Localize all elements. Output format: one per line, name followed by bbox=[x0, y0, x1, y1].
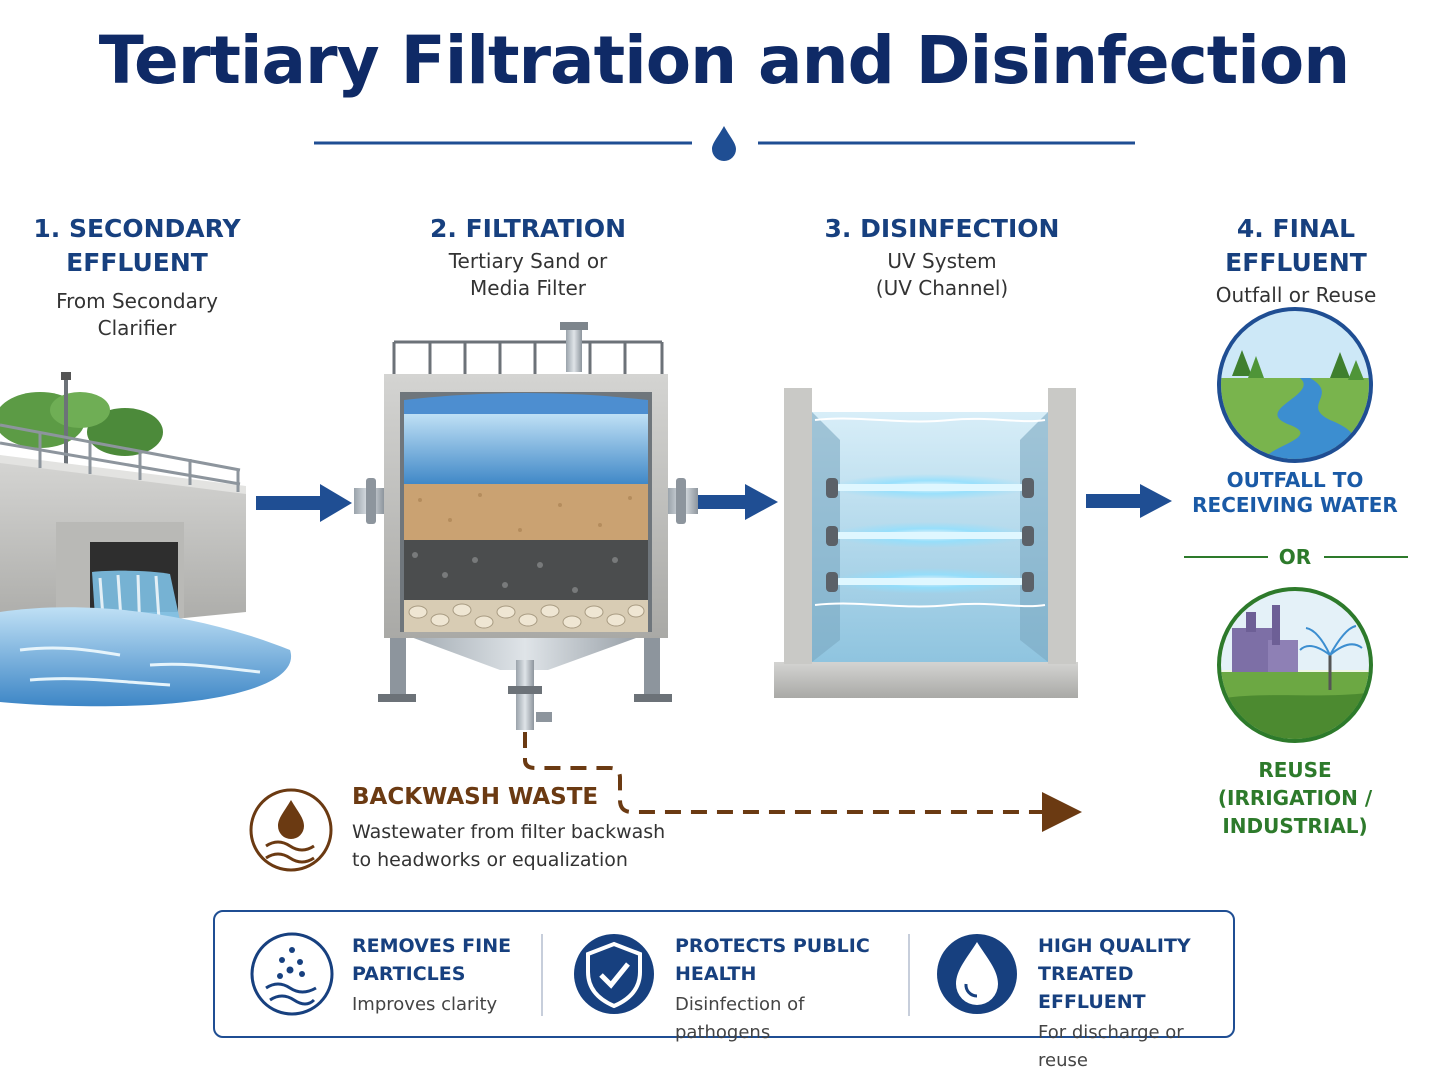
water-drop-icon bbox=[937, 934, 1017, 1014]
flow-arrow-3 bbox=[1086, 484, 1172, 518]
stage-disinfection: 3. DISINFECTION UV System (UV Channel) bbox=[802, 212, 1082, 302]
benefit-title: TREATED EFFLUENT bbox=[1038, 963, 1146, 1013]
reuse-label-line: REUSE bbox=[1258, 758, 1332, 782]
benefit-protects-public-health: PROTECTS PUBLIC HEALTH Disinfection of p… bbox=[675, 932, 901, 1047]
benefit-title: PROTECTS PUBLIC bbox=[675, 935, 870, 957]
stage-subtitle: (UV Channel) bbox=[875, 276, 1009, 300]
benefit-title: REMOVES FINE bbox=[352, 935, 512, 957]
benefit-subtitle: Disinfection of pathogens bbox=[675, 994, 805, 1043]
outfall-label: OUTFALL TO RECEIVING WATER bbox=[1170, 468, 1420, 518]
stage-final-effluent: 4. FINAL EFFLUENT Outfall or Reuse bbox=[1164, 212, 1428, 309]
shield-check-icon bbox=[574, 934, 654, 1014]
reuse-label: REUSE (IRRIGATION / INDUSTRIAL) bbox=[1150, 756, 1440, 840]
outfall-river-icon bbox=[1217, 307, 1373, 463]
stage-subtitle: From Secondary bbox=[56, 289, 218, 313]
benefit-subtitle: For discharge or reuse bbox=[1038, 1022, 1184, 1071]
backwash-flow-line bbox=[523, 732, 1082, 832]
flow-arrow-2 bbox=[696, 484, 778, 520]
benefits-panel bbox=[213, 910, 1235, 1038]
reuse-label-line: (IRRIGATION / INDUSTRIAL) bbox=[1217, 786, 1373, 838]
stage-heading: 3. DISINFECTION bbox=[824, 214, 1060, 243]
benefit-high-quality-effluent: HIGH QUALITY TREATED EFFLUENT For discha… bbox=[1038, 932, 1230, 1075]
title-drop-icon bbox=[712, 126, 736, 161]
particles-icon bbox=[250, 932, 334, 1016]
backwash-waste-callout: BACKWASH WASTE Wastewater from filter ba… bbox=[352, 784, 712, 874]
stage-heading: 4. FINAL EFFLUENT bbox=[1225, 214, 1367, 277]
stage-secondary-effluent: 1. SECONDARY EFFLUENT From Secondary Cla… bbox=[30, 212, 244, 342]
stage-subtitle: Clarifier bbox=[97, 316, 177, 340]
benefit-title: HIGH QUALITY bbox=[1038, 935, 1191, 957]
backwash-description: to headworks or equalization bbox=[352, 849, 628, 871]
uv-lamps bbox=[826, 474, 1034, 594]
filter-tank-illustration bbox=[354, 322, 1082, 832]
page-title: Tertiary Filtration and Disinfection bbox=[98, 22, 1350, 99]
secondary-effluent-illustration bbox=[0, 372, 292, 707]
stage-heading: EFFLUENT bbox=[66, 248, 208, 277]
flow-arrow-1 bbox=[256, 484, 352, 522]
uv-channel-illustration bbox=[774, 388, 1078, 698]
stage-subtitle: Tertiary Sand or bbox=[448, 249, 608, 273]
stage-subtitle: UV System bbox=[887, 249, 997, 273]
or-label: OR bbox=[1278, 545, 1312, 569]
backwash-title: BACKWASH WASTE bbox=[352, 784, 599, 810]
backwash-icon bbox=[249, 788, 333, 872]
benefit-title: HEALTH bbox=[675, 963, 757, 985]
stage-subtitle: Media Filter bbox=[470, 276, 586, 300]
stage-heading: 2. FILTRATION bbox=[429, 214, 626, 243]
benefit-title: PARTICLES bbox=[352, 963, 466, 985]
reuse-industry-irrigation-icon bbox=[1217, 587, 1373, 743]
title-divider bbox=[314, 126, 1135, 161]
stage-filtration: 2. FILTRATION Tertiary Sand or Media Fil… bbox=[406, 212, 650, 302]
outfall-label-line: OUTFALL TO bbox=[1226, 468, 1364, 492]
outfall-label-line: RECEIVING WATER bbox=[1192, 493, 1398, 517]
benefit-subtitle: Improves clarity bbox=[352, 994, 498, 1015]
stage-subtitle: Outfall or Reuse bbox=[1215, 283, 1377, 307]
stage-heading: 1. SECONDARY bbox=[33, 214, 241, 243]
benefit-removes-fine-particles: REMOVES FINE PARTICLES Improves clarity bbox=[352, 932, 532, 1019]
backwash-description: Wastewater from filter backwash bbox=[352, 821, 666, 843]
